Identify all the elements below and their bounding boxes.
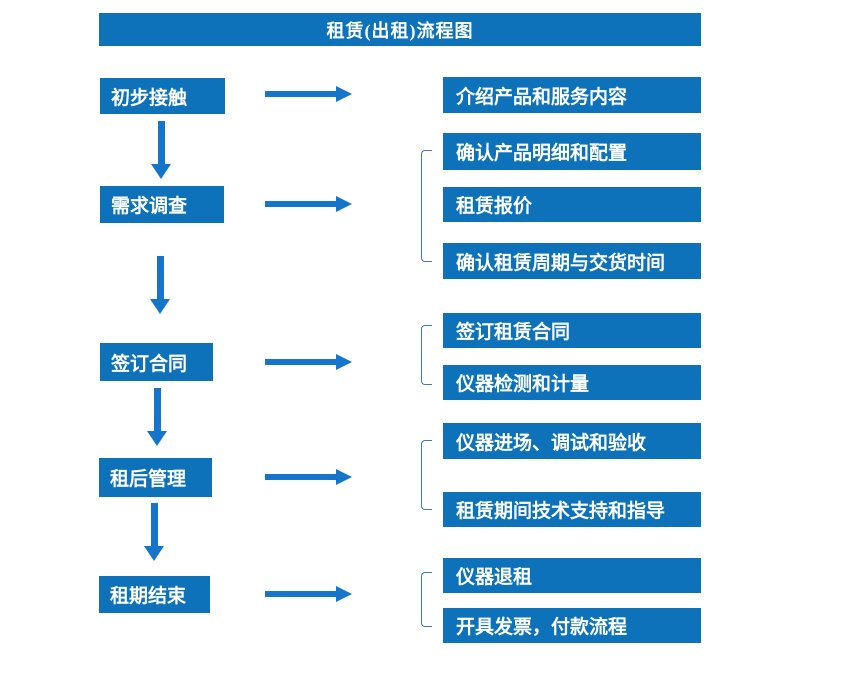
- process-step-box-initial-contact: 初步接触: [100, 78, 225, 114]
- arrow-shaft: [265, 474, 336, 480]
- detail-label: 介绍产品和服务内容: [456, 86, 628, 108]
- detail-label: 租赁期间技术支持和指导: [456, 501, 666, 522]
- process-step-box-sign-contract: 签订合同: [100, 343, 213, 381]
- arrow-right-head-icon: [336, 196, 352, 212]
- step-label: 签订合同: [111, 353, 188, 375]
- detail-box: 确认租赁周期与交货时间: [443, 243, 701, 279]
- group-bracket: [421, 440, 432, 510]
- process-step-box-lease-end: 租期结束: [99, 576, 210, 613]
- detail-box: 仪器退租: [443, 558, 701, 593]
- arrow-right-head-icon: [336, 469, 352, 485]
- step-label: 租后管理: [110, 469, 187, 490]
- arrow-shaft: [265, 359, 336, 365]
- diagram-title: 租赁(出租)流程图: [326, 20, 474, 41]
- flow-arrow-down: [151, 121, 171, 179]
- arrow-shaft: [265, 591, 336, 597]
- detail-label: 仪器退租: [456, 567, 533, 588]
- detail-box: 租赁报价: [443, 187, 701, 222]
- arrow-shaft: [265, 201, 336, 207]
- arrow-down-head-icon: [151, 164, 171, 179]
- diagram-title-bar: 租赁(出租)流程图: [99, 13, 701, 46]
- detail-box: 仪器进场、调试和验收: [443, 423, 701, 459]
- process-step-box-demand-survey: 需求调查: [100, 186, 224, 223]
- step-label: 初步接触: [111, 87, 188, 109]
- detail-box: 签订租赁合同: [443, 313, 701, 348]
- flow-arrow-down: [144, 503, 164, 561]
- detail-label: 租赁报价: [456, 196, 533, 217]
- flow-arrow-right: [265, 586, 352, 602]
- group-bracket: [421, 572, 432, 627]
- arrow-down-head-icon: [150, 299, 170, 314]
- detail-label: 确认租赁周期与交货时间: [456, 252, 666, 274]
- flow-arrow-down: [150, 256, 170, 314]
- arrow-down-head-icon: [147, 431, 167, 446]
- detail-label: 仪器进场、调试和验收: [456, 432, 647, 454]
- flow-arrow-right: [265, 469, 352, 485]
- detail-label: 开具发票，付款流程: [456, 617, 628, 638]
- flow-arrow-right: [265, 354, 352, 370]
- group-bracket: [421, 325, 432, 385]
- arrow-down-head-icon: [144, 546, 164, 561]
- flow-arrow-right: [265, 196, 352, 212]
- arrow-shaft: [150, 503, 158, 546]
- arrow-right-head-icon: [336, 354, 352, 370]
- arrow-right-head-icon: [336, 86, 352, 102]
- arrow-shaft: [156, 256, 164, 299]
- detail-label: 仪器检测和计量: [456, 374, 590, 395]
- arrow-shaft: [157, 121, 165, 164]
- arrow-right-head-icon: [336, 586, 352, 602]
- step-label: 需求调查: [111, 196, 188, 217]
- detail-box: 仪器检测和计量: [443, 365, 701, 400]
- process-step-box-post-rental-management: 租后管理: [99, 458, 212, 497]
- arrow-shaft: [265, 91, 336, 97]
- flow-arrow-right: [265, 86, 352, 102]
- step-label: 租期结束: [110, 586, 187, 607]
- detail-box: 确认产品明细和配置: [443, 133, 701, 170]
- detail-label: 签订租赁合同: [456, 322, 571, 343]
- flow-arrow-down: [147, 388, 167, 446]
- detail-label: 确认产品明细和配置: [456, 143, 628, 164]
- detail-box: 开具发票，付款流程: [443, 608, 701, 643]
- detail-box: 介绍产品和服务内容: [443, 77, 701, 113]
- group-bracket: [421, 150, 432, 262]
- arrow-shaft: [153, 388, 161, 431]
- detail-box: 租赁期间技术支持和指导: [443, 492, 701, 527]
